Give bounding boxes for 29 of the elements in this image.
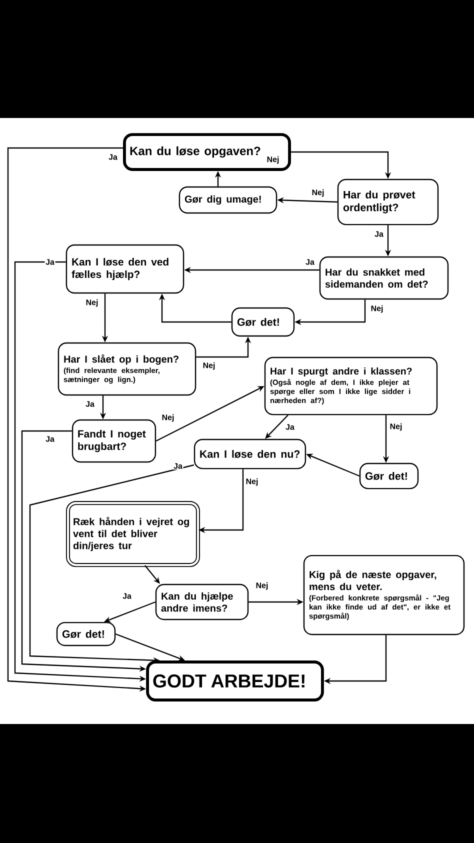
edge-label: Nej: [202, 361, 216, 371]
edge-label: Ja: [304, 258, 316, 266]
process-box: Fandt I noget brugbart?: [72, 419, 156, 463]
process-box: Gør det!: [56, 622, 116, 646]
edge-label: Nej: [244, 477, 260, 487]
edge-label: Nej: [310, 188, 326, 198]
edge-label: Ja: [172, 462, 184, 470]
edge-label: Ja: [374, 230, 384, 238]
edge-label: Nej: [254, 581, 270, 591]
process-box: Gør det!: [231, 307, 295, 337]
process-box: Kan I løse den nu?: [194, 438, 306, 470]
process-box: Gør det!: [359, 462, 419, 490]
process-box: Gør dig umage!: [178, 186, 278, 214]
process-box: Har du prøvet ordentligt?: [337, 178, 439, 226]
edge-label: Ja: [44, 258, 56, 266]
edge-label: Ja: [122, 592, 132, 600]
process-box: Har du snakket med sidemanden om det?: [319, 256, 449, 300]
process-box: Kan I løse den ved fælles hjælp?: [66, 244, 184, 294]
edge-label: Ja: [108, 153, 118, 161]
process-box: Ræk hånden i vejret og vent til det bliver din/jeres tur: [66, 501, 200, 567]
edge-label: Nej: [388, 422, 404, 432]
edge-label: Ja: [284, 423, 296, 431]
edge-label: Nej: [160, 413, 176, 423]
edge-label: Nej: [84, 298, 100, 308]
process-box: Kan du hjælpe andre imens?: [155, 584, 249, 620]
edge-label: Ja: [84, 400, 96, 408]
edge-label: Nej: [370, 304, 384, 314]
edge-label: Ja: [44, 435, 56, 443]
end-box: GODT ARBEJDE!: [146, 660, 324, 702]
